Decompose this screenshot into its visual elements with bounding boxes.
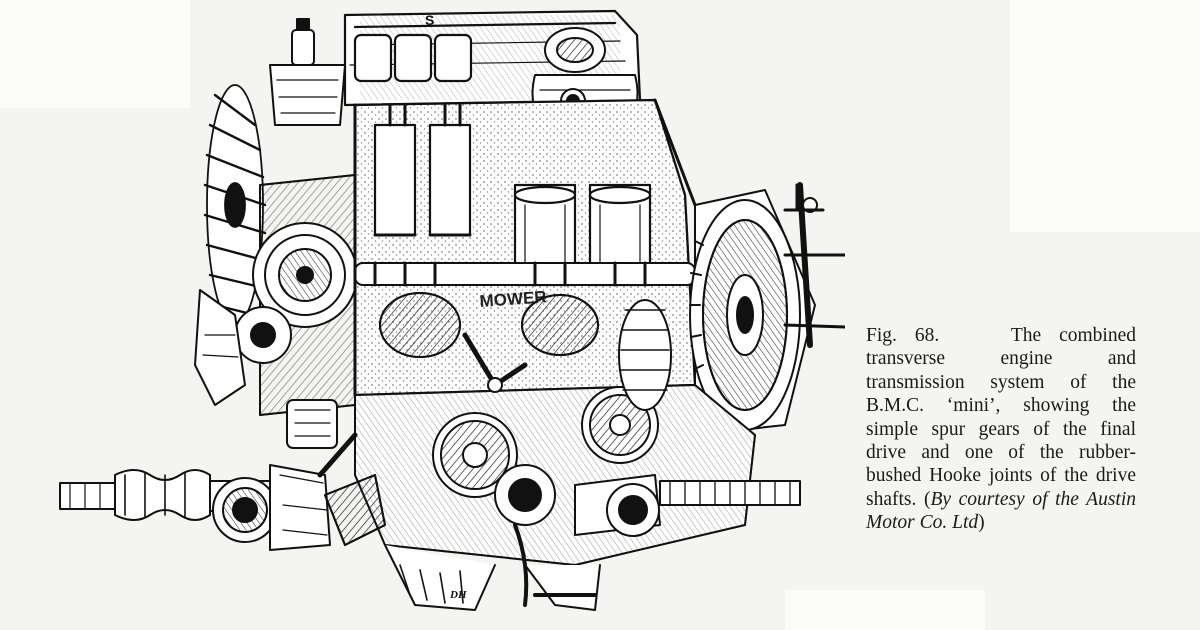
distributor — [269, 18, 346, 126]
misc-linkages — [286, 332, 528, 478]
scan-patch — [1010, 0, 1200, 232]
courtesy-close: ) — [978, 512, 985, 534]
figure-label: Fig. 68. — [866, 325, 940, 346]
lower-brackets — [194, 289, 601, 611]
figure-caption: Fig. 68. The combined transverse engine … — [866, 324, 1136, 535]
left-drive-shaft — [59, 464, 386, 551]
flywheel-clutch — [689, 182, 845, 436]
right-drive-shaft — [574, 474, 801, 537]
engine-cutaway-illustration: S S — [55, 5, 845, 625]
caption-text: The combined transverse engine and trans… — [866, 325, 1137, 510]
pulley-assembly — [234, 174, 358, 416]
artist-initials: DH — [449, 589, 467, 601]
crankshaft — [354, 261, 696, 358]
courtesy-credit: By courtesy of the Austin Motor Co. Ltd — [866, 488, 1136, 534]
scan-patch — [0, 0, 190, 108]
courtesy-open: ( — [923, 488, 931, 510]
head-mark: S — [425, 12, 434, 28]
scan-patch — [785, 590, 985, 630]
